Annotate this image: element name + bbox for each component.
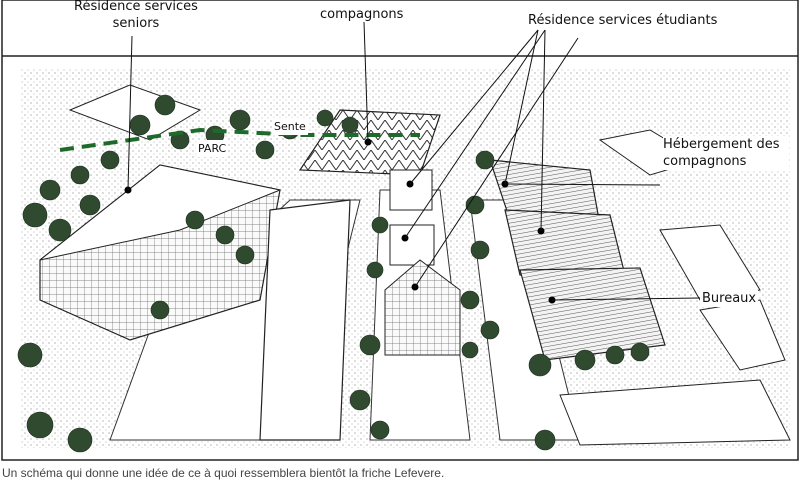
label-parc: PARC (196, 140, 229, 157)
outer-border (1, 0, 799, 461)
right-building-bottom (559, 379, 791, 446)
student-building-3 (384, 259, 461, 356)
right-building-2 (659, 224, 761, 301)
image-caption: Un schéma qui donne une idée de ce à quo… (2, 466, 445, 480)
label-residence-seniors: Résidence services seniors (74, 0, 198, 31)
student-building-1 (389, 169, 433, 211)
hangar-3-bureaux (519, 267, 666, 361)
student-building-2 (389, 224, 435, 266)
hangar-2 (504, 209, 626, 276)
label-residence-etudiants: Résidence services étudiants (528, 13, 718, 28)
central-long-building (259, 199, 351, 441)
senior-residence-roof (39, 164, 282, 261)
site-plan-illustration (1, 0, 799, 461)
sente-path (59, 127, 420, 152)
diagram-frame: Résidence services seniors compagnons Ré… (0, 0, 800, 462)
label-sente: Sente (272, 118, 308, 135)
label-compagnons-top: compagnons (320, 7, 404, 22)
label-hebergement: Hébergement des compagnons (663, 136, 788, 170)
leader-lines (127, 21, 701, 301)
label-bureaux: Bureaux (700, 290, 759, 307)
trees (17, 94, 650, 453)
